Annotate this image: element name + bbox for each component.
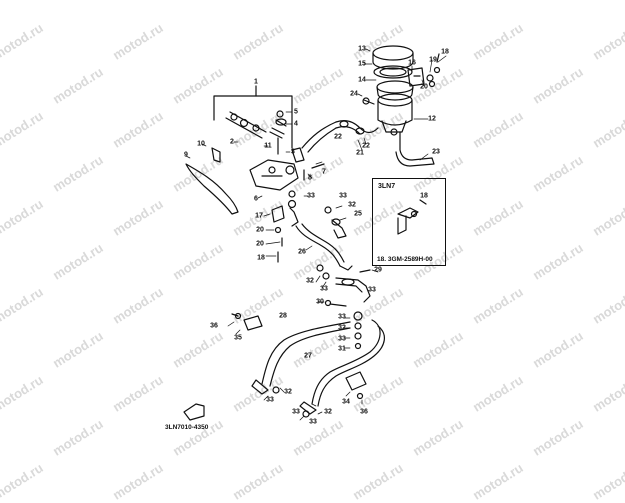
callout-5: 5 bbox=[294, 108, 298, 116]
callout-20-lower: 20 bbox=[256, 226, 264, 234]
callout-6: 6 bbox=[254, 195, 258, 203]
callout-22-left: 22 bbox=[334, 133, 342, 141]
front-arrow bbox=[183, 403, 205, 421]
fitting-stack-31 bbox=[353, 311, 363, 350]
reservoir-body bbox=[377, 93, 413, 136]
callout-2: 2 bbox=[230, 138, 234, 146]
callout-1: 1 bbox=[254, 78, 258, 86]
bolt-30 bbox=[329, 303, 347, 307]
callout-4: 4 bbox=[294, 120, 298, 128]
callout-29: 29 bbox=[374, 266, 382, 274]
callout-34: 34 bbox=[342, 398, 350, 406]
exploded-view-drawing bbox=[183, 45, 447, 421]
callout-17: 17 bbox=[255, 212, 263, 220]
inset-title: 3LN7 bbox=[378, 183, 396, 190]
group-bracket-1 bbox=[213, 95, 293, 149]
callout-33-d: 33 bbox=[368, 286, 376, 294]
callout-19: 19 bbox=[429, 56, 437, 64]
callout-32-right: 32 bbox=[324, 408, 332, 416]
callout-18-top: 18 bbox=[441, 48, 449, 56]
master-cylinder-internals bbox=[225, 110, 287, 155]
callout-33-g: 33 bbox=[266, 396, 274, 404]
reservoir-hose bbox=[301, 120, 379, 153]
inset-frame bbox=[372, 178, 446, 266]
callout-24: 24 bbox=[350, 90, 358, 98]
master-cylinder-body bbox=[249, 147, 305, 191]
clamp-35 bbox=[231, 312, 263, 331]
clamp-34 bbox=[345, 371, 367, 400]
callout-32-mid: 32 bbox=[306, 277, 314, 285]
callout-21: 21 bbox=[356, 149, 364, 157]
callout-33-f: 33 bbox=[338, 335, 346, 343]
leader-lines bbox=[185, 48, 447, 421]
callout-11: 11 bbox=[264, 142, 272, 150]
inset-part-number: 18 bbox=[420, 192, 428, 200]
callout-16: 16 bbox=[408, 59, 416, 67]
callout-22-right: 22 bbox=[362, 142, 370, 150]
callout-12: 12 bbox=[428, 115, 436, 123]
callout-33-b: 33 bbox=[339, 192, 347, 200]
callout-33-h: 33 bbox=[292, 408, 300, 416]
callout-10: 10 bbox=[197, 140, 205, 148]
callout-25: 25 bbox=[354, 210, 362, 218]
brake-hose-joint-29 bbox=[316, 264, 371, 303]
callout-8: 8 bbox=[308, 174, 312, 182]
callout-36-left: 36 bbox=[210, 322, 218, 330]
callout-13: 13 bbox=[358, 45, 366, 53]
callout-28: 28 bbox=[279, 312, 287, 320]
callout-9: 9 bbox=[184, 151, 188, 159]
inset-note: 18. 3GM-2589H-00 bbox=[377, 256, 433, 263]
brake-hose-28 bbox=[251, 321, 351, 395]
inset-drawing bbox=[397, 199, 427, 235]
callout-20-top: 20 bbox=[420, 83, 428, 91]
switch-parts bbox=[271, 205, 285, 263]
callout-35: 35 bbox=[234, 334, 242, 342]
callout-18-bottom: 18 bbox=[257, 254, 265, 262]
screw-7 bbox=[311, 163, 325, 169]
hose-fitting-25 bbox=[324, 206, 347, 239]
callout-33-a: 33 bbox=[307, 192, 315, 200]
callout-33-c: 33 bbox=[320, 285, 328, 293]
brake-lever bbox=[185, 163, 239, 215]
callout-30: 30 bbox=[316, 298, 324, 306]
callout-32-stack: 32 bbox=[338, 324, 346, 332]
reservoir-cap-assembly bbox=[372, 45, 414, 101]
callout-23: 23 bbox=[432, 148, 440, 156]
bracket-23 bbox=[395, 131, 435, 167]
brake-hose-26 bbox=[287, 190, 353, 271]
brake-hose-27 bbox=[299, 319, 385, 418]
callout-15: 15 bbox=[358, 60, 366, 68]
lever-pin bbox=[211, 147, 221, 163]
callout-31: 31 bbox=[338, 345, 346, 353]
right-small-parts bbox=[407, 53, 441, 88]
callout-36-right: 36 bbox=[360, 408, 368, 416]
callout-7: 7 bbox=[322, 168, 326, 176]
callout-27: 27 bbox=[304, 352, 312, 360]
callout-32-left: 32 bbox=[284, 388, 292, 396]
callout-14: 14 bbox=[358, 76, 366, 84]
callout-33-e: 33 bbox=[338, 313, 346, 321]
callout-33-i: 33 bbox=[309, 418, 317, 426]
callout-26: 26 bbox=[298, 248, 306, 256]
callout-19-lower: 20 bbox=[256, 240, 264, 248]
callout-32-upper: 32 bbox=[348, 201, 356, 209]
callout-3: 3 bbox=[291, 148, 295, 156]
diagram-code: 3LN7010-4350 bbox=[165, 424, 209, 431]
